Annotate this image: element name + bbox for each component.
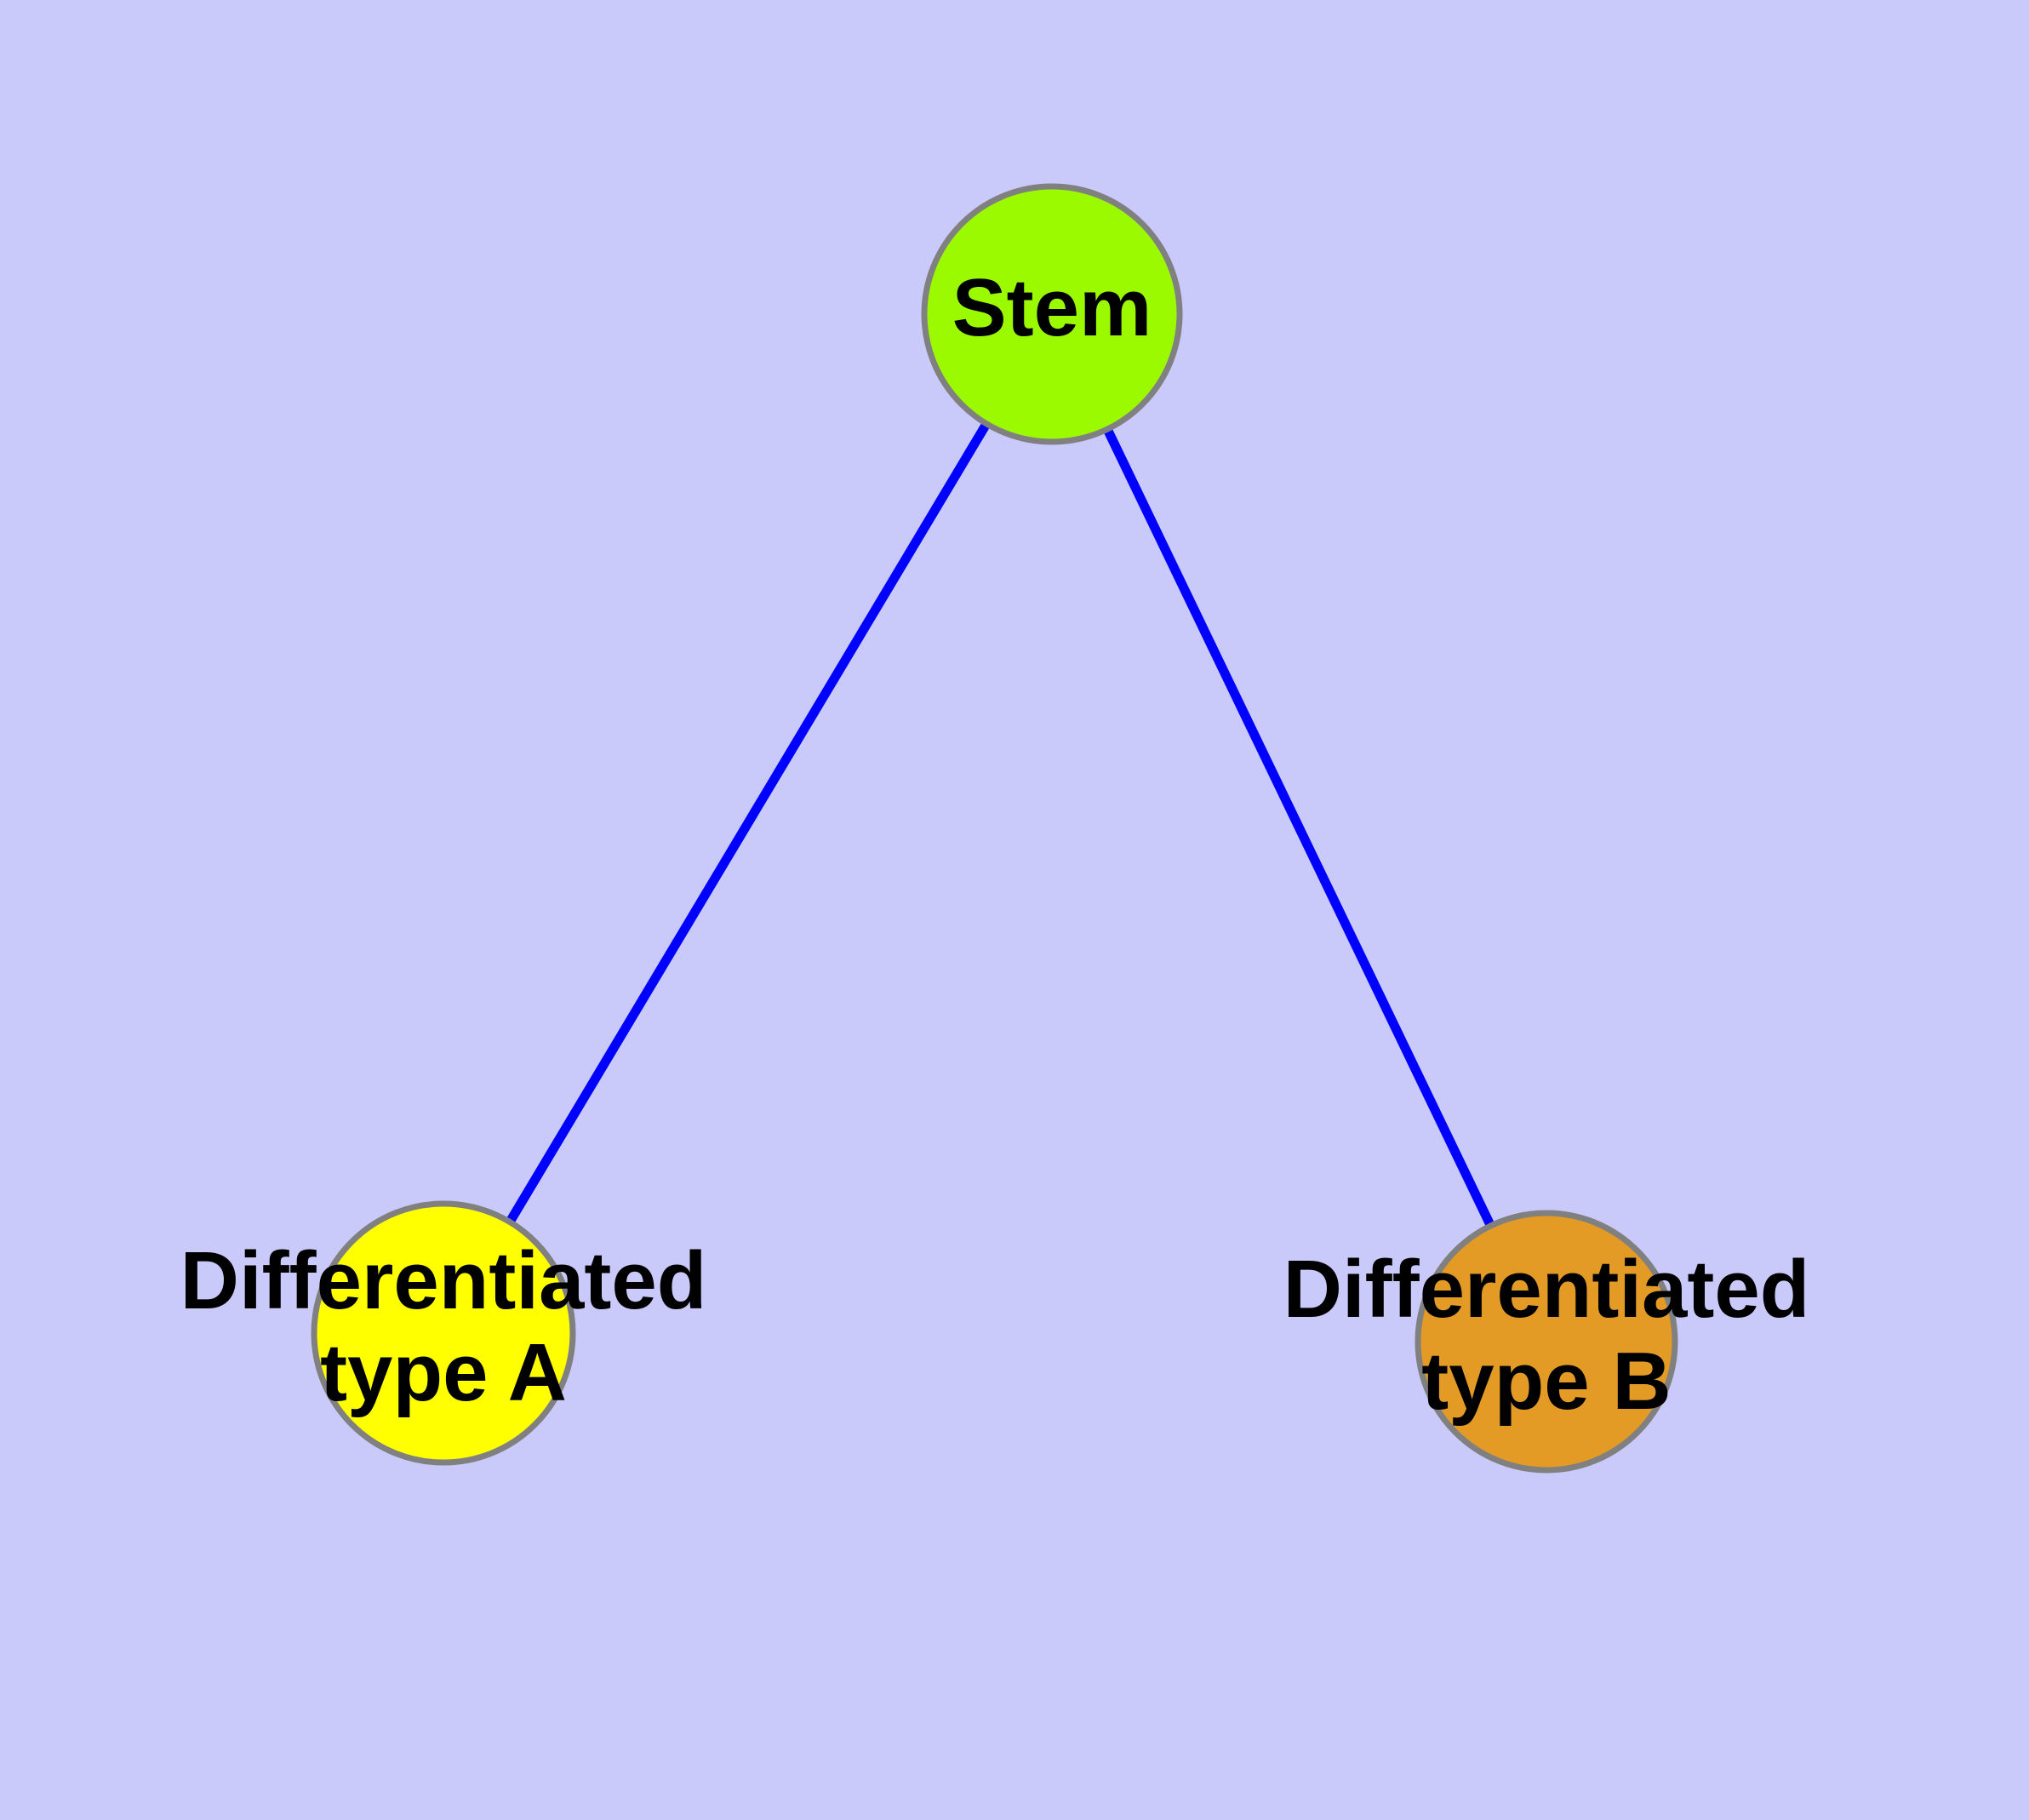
graph-edge-stem-to-diff-a: [505, 420, 992, 1227]
node-label-line: Stem: [952, 262, 1152, 353]
edges-layer: [505, 420, 1496, 1230]
node-circle-stem[interactable]: [921, 183, 1183, 445]
node-label-line: type B: [1421, 1336, 1671, 1427]
node-label-stem: Stem: [952, 262, 1152, 353]
node-label-line: type A: [320, 1327, 567, 1418]
node-circle-diff-b[interactable]: [1415, 1210, 1678, 1474]
node-label-line: Differentiated: [180, 1236, 707, 1327]
graph-node-stem[interactable]: Stem: [921, 183, 1183, 445]
node-circle-diff-a[interactable]: [311, 1200, 576, 1466]
graph-edge-stem-to-diff-b: [1102, 425, 1496, 1230]
node-label-line: Differentiated: [1283, 1245, 1810, 1336]
